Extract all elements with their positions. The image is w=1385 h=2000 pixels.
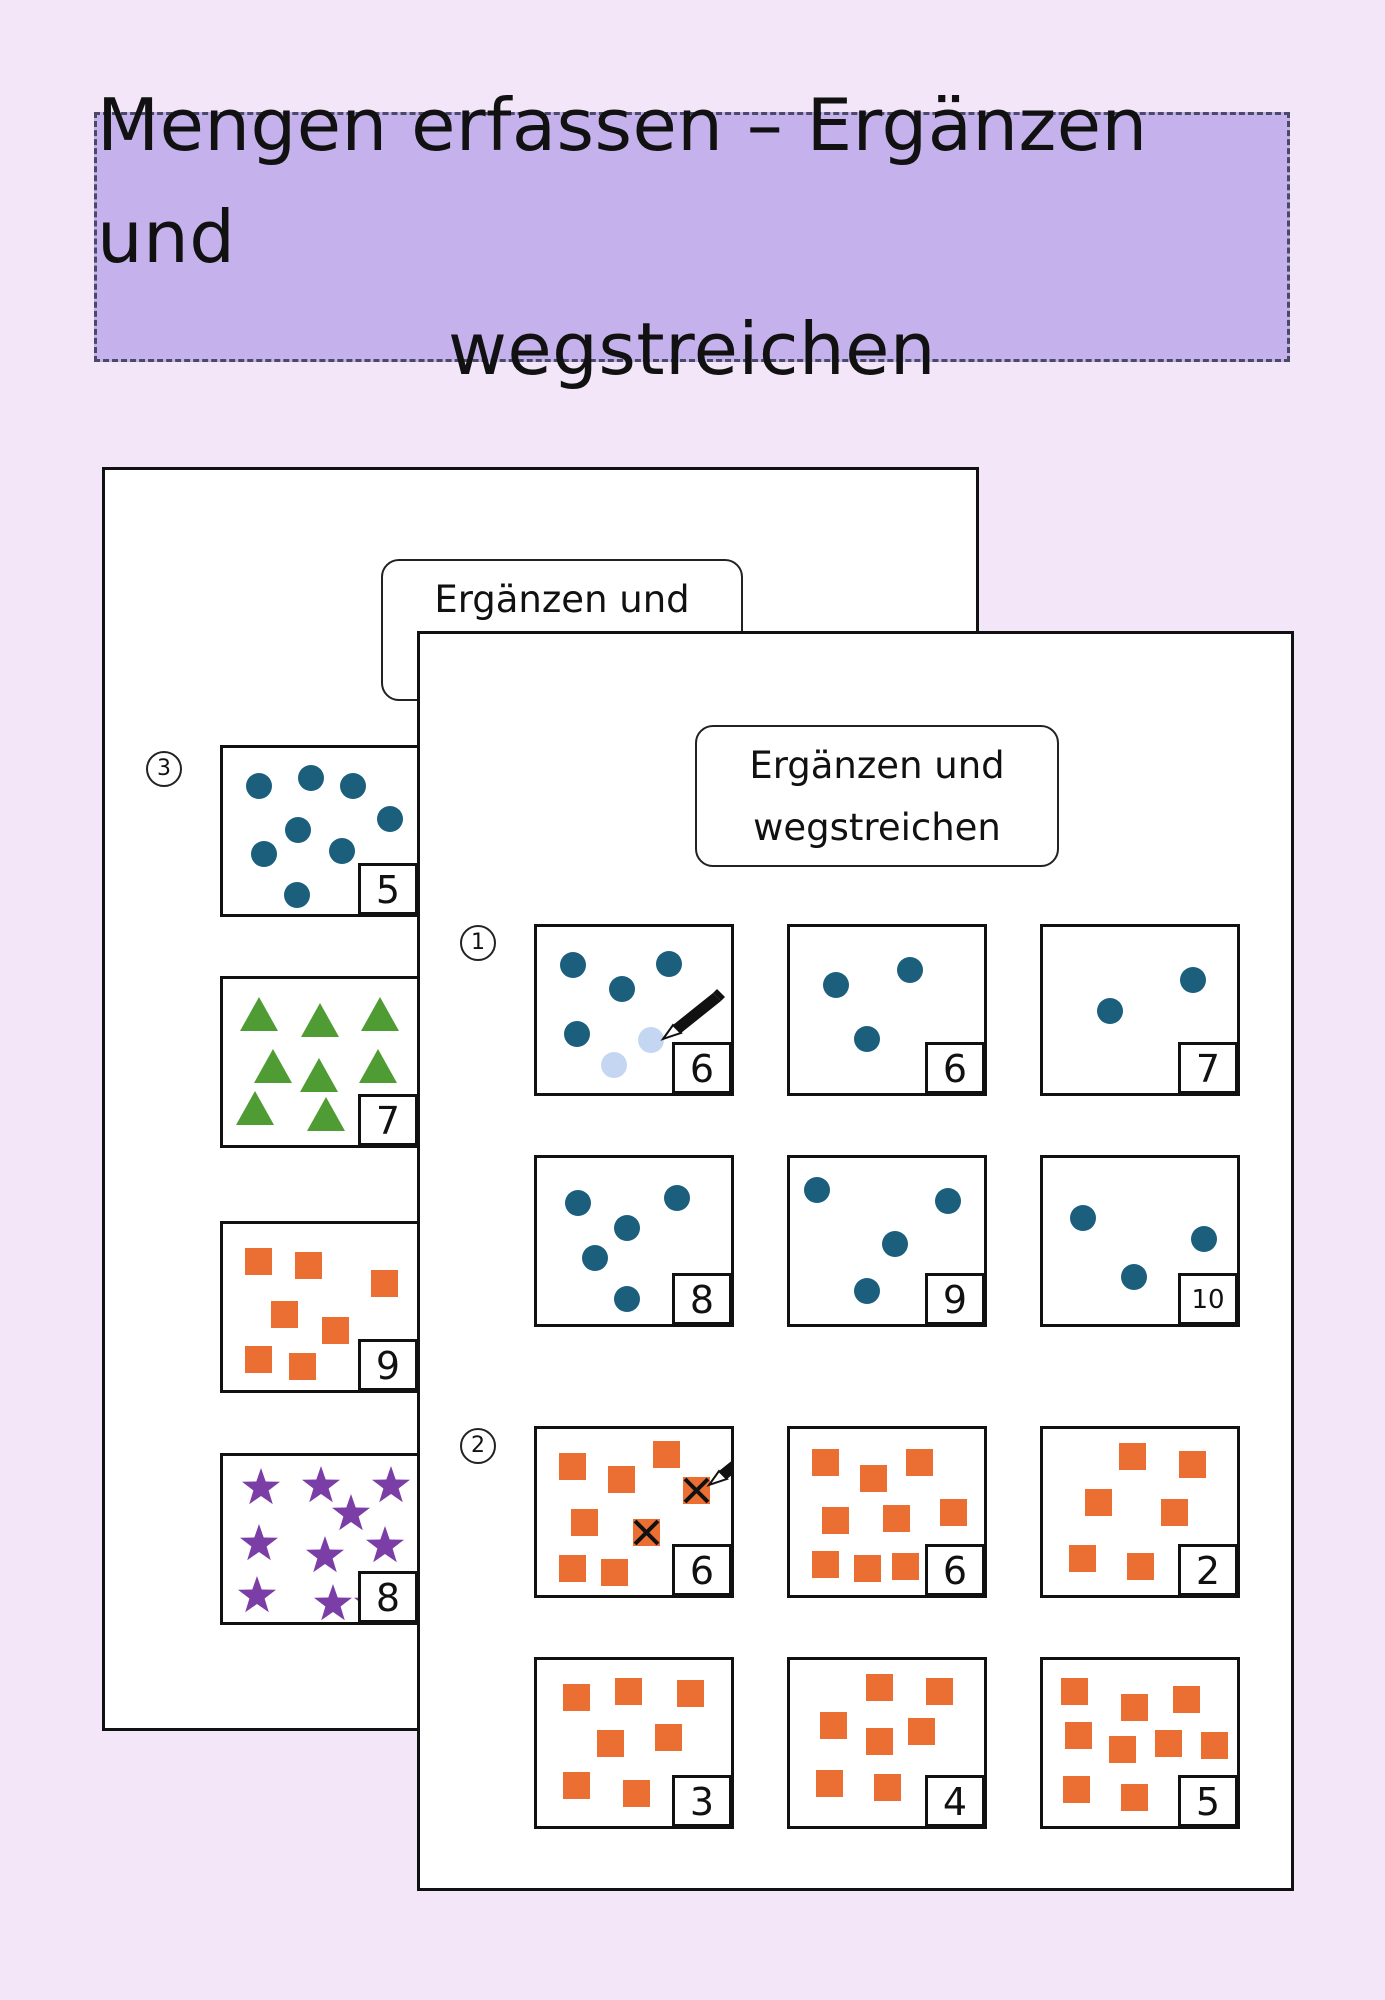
square-shapes [245, 1248, 398, 1380]
exercise-number-3: 3 [146, 751, 182, 787]
back-card-2: 7 [220, 976, 420, 1148]
square-shapes [563, 1678, 704, 1807]
ex1-card-6: 10 [1040, 1155, 1240, 1327]
back-card-3: 9 [220, 1221, 420, 1393]
star-shape [306, 1536, 344, 1573]
star-shape [372, 1466, 410, 1503]
cross-mark [683, 1477, 710, 1504]
exercise-number-2: 2 [460, 1428, 496, 1464]
target-number-box: 6 [925, 1544, 984, 1595]
cross-mark [633, 1519, 660, 1546]
ex2-card-5: 4 [787, 1657, 987, 1829]
ex1-card-1: 6 [534, 924, 734, 1096]
pencil-icon [660, 989, 725, 1041]
star-shape [366, 1526, 404, 1563]
added-ghost-dot [601, 1052, 627, 1078]
ex2-card-2: 6 [787, 1426, 987, 1598]
square-shapes [812, 1449, 967, 1582]
dot-shapes [565, 1185, 690, 1312]
target-number-box: 5 [358, 863, 417, 914]
target-number-box: 9 [358, 1339, 417, 1390]
target-number-box: 4 [925, 1775, 984, 1826]
target-number-box: 6 [672, 1544, 731, 1595]
star-shapes [238, 1466, 410, 1621]
star-shape [242, 1468, 280, 1505]
banner-title-line-1: Mengen erfassen – Ergänzen und [97, 83, 1148, 279]
ex1-card-2: 6 [787, 924, 987, 1096]
added-ghost-dot [638, 1027, 664, 1053]
target-number-box: 7 [1178, 1042, 1237, 1093]
dot-shapes [823, 957, 923, 1052]
star-shape [314, 1584, 352, 1621]
dot-shapes [560, 951, 682, 1078]
title-banner: Mengen erfassen – Ergänzen und wegstreic… [94, 83, 1290, 391]
target-number-box: 9 [925, 1273, 984, 1324]
target-number-box: 7 [358, 1094, 417, 1145]
ex1-card-3: 7 [1040, 924, 1240, 1096]
target-number-box: 6 [672, 1042, 731, 1093]
banner-title-line-2: wegstreichen [447, 307, 937, 391]
square-shapes [1069, 1443, 1206, 1580]
target-number-box: 6 [925, 1042, 984, 1093]
ex2-card-1: 6 [534, 1426, 734, 1598]
front-sheet-title-line-1: Ergänzen und [749, 744, 1005, 787]
ex2-card-6: 5 [1040, 1657, 1240, 1829]
dot-shapes [246, 765, 403, 908]
ex2-card-4: 3 [534, 1657, 734, 1829]
ex1-card-4: 8 [534, 1155, 734, 1327]
back-card-4: 8 [220, 1453, 420, 1625]
target-number-box: 8 [672, 1273, 731, 1324]
target-number-box: 2 [1178, 1544, 1237, 1595]
star-shape [238, 1576, 276, 1613]
target-number-box: 8 [358, 1571, 417, 1622]
square-shapes [816, 1674, 953, 1801]
dot-shapes [804, 1177, 961, 1304]
back-sheet-title-line-1: Ergänzen und [434, 578, 690, 621]
exercise-number-1: 1 [460, 925, 496, 961]
target-number-box: 10 [1178, 1273, 1237, 1324]
triangle-shapes [236, 997, 399, 1131]
dot-shapes [1097, 967, 1206, 1024]
ex2-card-3: 2 [1040, 1426, 1240, 1598]
front-sheet-title: Ergänzen und wegstreichen [695, 725, 1059, 867]
square-shapes [1061, 1678, 1228, 1811]
star-shape [302, 1466, 340, 1503]
star-shape [240, 1524, 278, 1561]
ex1-card-5: 9 [787, 1155, 987, 1327]
dot-shapes [1070, 1205, 1217, 1290]
front-worksheet-page: Ergänzen und wegstreichen 1 6 6 7 [417, 631, 1294, 1891]
target-number-box: 5 [1178, 1775, 1237, 1826]
pencil-icon [706, 1461, 731, 1487]
square-shapes [559, 1441, 710, 1586]
star-shape [332, 1494, 370, 1531]
target-number-box: 3 [672, 1775, 731, 1826]
back-card-1: 5 [220, 745, 420, 917]
front-sheet-title-line-2: wegstreichen [753, 806, 1001, 849]
